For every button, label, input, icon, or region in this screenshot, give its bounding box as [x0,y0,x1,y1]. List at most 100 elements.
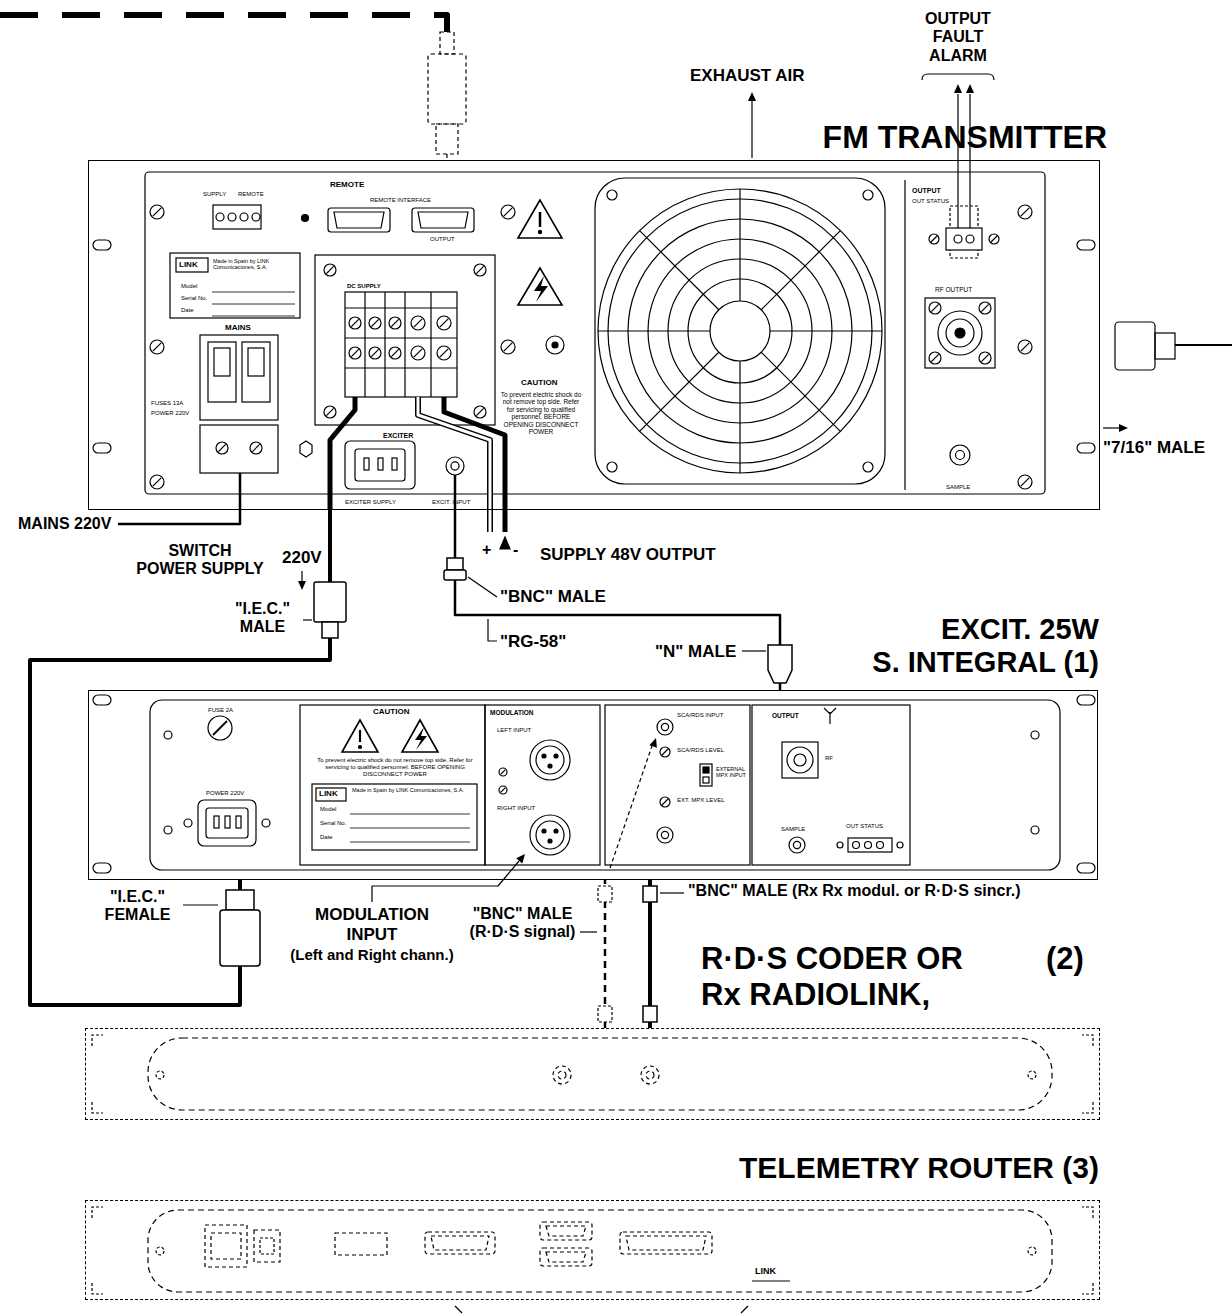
screw [437,316,451,330]
fan-spoke [761,231,840,310]
telemetry-router-panel: TELEMETRY ROUTER (3) [85,1200,1100,1300]
screw [437,346,451,360]
iec-male-plug [322,622,338,638]
screw [150,475,164,489]
screw-slot [440,319,448,327]
callout-label: EXHAUST AIR [690,66,805,86]
screw-slot [371,319,378,326]
fan-spoke [598,330,710,331]
d-sub-connector [412,208,474,232]
plate-line [212,304,295,305]
callout-label: (Left and Right chann.) [262,946,482,963]
plate-line [350,814,470,815]
screw [216,442,228,454]
leader-line [468,577,497,597]
callout-label: "I.E.C." MALE [225,600,300,637]
plate-line [212,316,295,317]
screw-slot [662,749,668,755]
panel-heading: R·D·S CODER OR Rx RADIOLINK, [701,941,963,1012]
fan-spoke [770,330,882,331]
panel-marking: OUTPUT [430,236,455,243]
iec-male-plug [314,582,346,622]
panel-inner [148,1210,1052,1292]
mounting-slot [93,863,111,873]
screw [369,317,381,329]
screw-slot [326,408,333,415]
mounting-slot [1077,240,1095,250]
screw-slot [931,354,938,361]
iec-pin [214,816,219,828]
ground-nut [300,441,312,457]
screw [499,786,507,794]
iec-pin [225,816,230,828]
panel-marking: POWER 220V [206,790,244,797]
arrow-head [500,537,510,549]
screw-slot [476,266,483,273]
panel-marking: Date [320,834,333,841]
callout-label: OUTPUT FAULT ALARM [908,10,1008,65]
bnc-socket [553,1066,571,1084]
terminal-screw [954,235,962,243]
terminal-screw [966,235,974,243]
warning-mark [538,230,541,233]
screw-slot [218,444,225,451]
breaker-switch [242,342,270,402]
n-male-plug [768,645,792,683]
leader-line [580,931,597,932]
bnc-socket [446,457,464,475]
bnc-socket [641,1066,659,1084]
terminal-screw [853,842,860,849]
cable [30,510,330,1005]
plate-line [212,292,295,293]
panel-marking: LINK [755,1266,776,1276]
bnc-male-plug [598,886,612,902]
status-terminal [848,838,892,852]
panel-marking: MODULATION [490,709,534,716]
screw [324,406,336,418]
screw-slot [504,343,512,351]
panel-marking: LINK [179,260,198,269]
arrow-head [649,738,657,748]
panel-marking: Serial No. [320,820,346,827]
terminal-screw [216,213,224,221]
power-switch [260,1238,274,1254]
panel-screw [262,819,270,827]
panel-marking: Made in Spain by LINK Comunicaciones, S.… [213,258,297,271]
iec-outlet [355,449,405,481]
screw [660,747,670,757]
iec-pin [236,816,241,828]
cable-stub [741,1306,748,1313]
screw [929,352,941,364]
power-switch [254,1230,280,1262]
fan-spoke [739,361,740,473]
panel-marking: SUPPLY [203,191,226,198]
lightning-mark [415,727,427,750]
screw [349,317,361,329]
bnc-socket [646,1071,654,1079]
panel-marking: POWER 220V [151,410,189,417]
panel-marking: SAMPLE [781,826,805,833]
screw-slot [931,304,938,311]
panel-marking: RF OUTPUT [935,286,972,293]
alarm-wire [957,94,958,228]
screw-slot [371,349,378,356]
rf-plug [1155,333,1175,359]
reset-button [302,215,309,222]
panel-marking: LEFT INPUT [497,727,531,734]
leader-line [303,619,312,620]
d-sub-connector [620,1232,712,1254]
bnc-socket [451,462,459,470]
bnc-socket [950,445,970,465]
warning-mark [539,212,542,227]
callout-label: "BNC" MALE (Rx Rx modul. or R·D·S sincr.… [688,882,1021,900]
mains-terminal [200,425,278,473]
mounting-slot [1077,443,1095,453]
iec-pin [392,458,397,470]
breaker [200,335,278,420]
screw-slot [351,319,358,326]
mounting-slot [1077,863,1095,873]
panel-marking: RIGHT INPUT [497,805,535,812]
screw-slot [1021,343,1029,351]
bnc-socket [657,719,673,735]
sca-area [605,705,750,865]
